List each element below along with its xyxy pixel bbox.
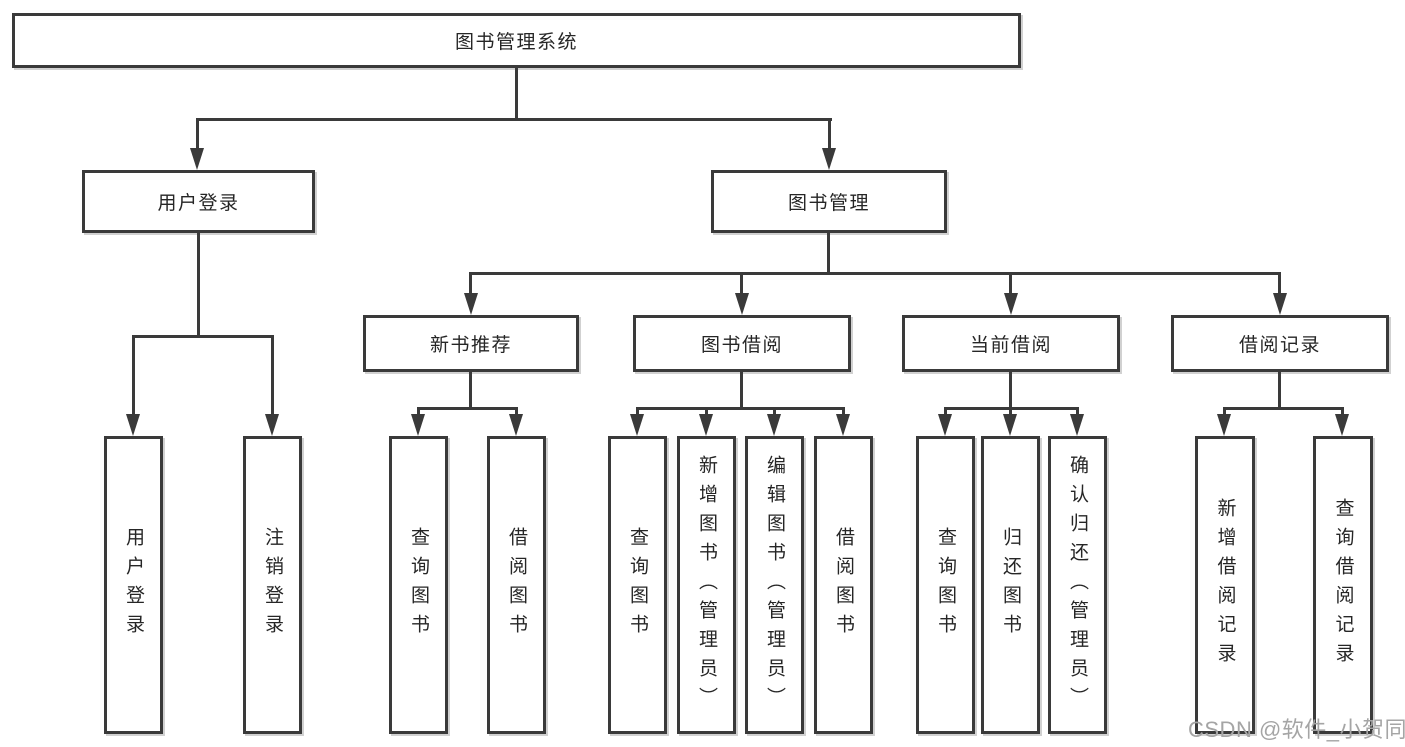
- connector-line: [1009, 372, 1012, 410]
- arrow-down-icon: [1003, 414, 1017, 436]
- leaf-logout-label: 注销登录: [262, 527, 283, 643]
- leaf-borrow-books-recommend-label: 借阅图书: [506, 527, 527, 643]
- connector-line: [271, 335, 274, 416]
- node-user-login: 用户登录: [82, 170, 315, 233]
- node-library-system: 图书管理系统: [12, 13, 1021, 68]
- arrow-down-icon: [411, 414, 425, 436]
- connector-line: [740, 372, 743, 410]
- leaf-query-borrow-record-label: 查询借阅记录: [1332, 498, 1354, 672]
- node-book-management-label: 图书管理: [787, 193, 870, 214]
- leaf-confirm-return-admin-label: 确认归还（管理员）: [1067, 454, 1088, 716]
- connector-line: [1009, 407, 1012, 417]
- connector-line: [1076, 407, 1079, 417]
- arrow-down-icon: [735, 293, 749, 315]
- connector-line: [740, 272, 743, 295]
- connector-line: [471, 272, 1281, 275]
- node-current-borrowing: 当前借阅: [902, 315, 1120, 372]
- connector-line: [827, 233, 830, 272]
- arrow-down-icon: [822, 148, 836, 170]
- leaf-confirm-return-admin: 确认归还（管理员）: [1048, 436, 1107, 734]
- connector-line: [1341, 407, 1344, 417]
- leaf-logout: 注销登录: [243, 436, 302, 734]
- node-current-borrowing-label: 当前借阅: [969, 335, 1052, 356]
- connector-line: [196, 118, 199, 151]
- leaf-return-books-label: 归还图书: [1000, 527, 1021, 643]
- arrow-down-icon: [767, 414, 781, 436]
- node-new-book-recommend-label: 新书推荐: [429, 335, 512, 356]
- leaf-user-login-label: 用户登录: [123, 527, 144, 643]
- arrow-down-icon: [938, 414, 952, 436]
- arrow-down-icon: [630, 414, 644, 436]
- connector-line: [773, 407, 776, 417]
- node-book-management: 图书管理: [711, 170, 947, 233]
- node-library-system-label: 图书管理系统: [454, 32, 578, 53]
- node-book-borrowing: 图书借阅: [633, 315, 851, 372]
- leaf-query-books-borrowing-label: 查询图书: [627, 527, 648, 643]
- arrow-down-icon: [190, 148, 204, 170]
- leaf-user-login: 用户登录: [104, 436, 163, 734]
- leaf-query-books-borrowing: 查询图书: [608, 436, 667, 734]
- connector-line: [705, 407, 708, 417]
- node-borrowing-records: 借阅记录: [1171, 315, 1389, 372]
- connector-line: [828, 118, 831, 151]
- connector-line: [515, 407, 518, 417]
- arrow-down-icon: [699, 414, 713, 436]
- leaf-query-books-recommend-label: 查询图书: [408, 527, 429, 643]
- connector-line: [1223, 407, 1344, 410]
- leaf-borrow-books: 借阅图书: [814, 436, 873, 734]
- leaf-borrow-books-label: 借阅图书: [833, 527, 854, 643]
- arrow-down-icon: [126, 414, 140, 436]
- arrow-down-icon: [1273, 293, 1287, 315]
- leaf-query-books-current: 查询图书: [916, 436, 975, 734]
- connector-line: [636, 407, 845, 410]
- connector-line: [1278, 272, 1281, 295]
- leaf-add-borrow-record: 新增借阅记录: [1195, 436, 1255, 734]
- node-borrowing-records-label: 借阅记录: [1238, 335, 1321, 356]
- leaf-edit-books-admin: 编辑图书（管理员）: [745, 436, 804, 734]
- leaf-borrow-books-recommend: 借阅图书: [487, 436, 546, 734]
- arrow-down-icon: [1335, 414, 1349, 436]
- leaf-query-books-current-label: 查询图书: [935, 527, 956, 643]
- leaf-add-borrow-record-label: 新增借阅记录: [1214, 498, 1236, 672]
- connector-line: [417, 407, 518, 410]
- connector-line: [197, 233, 200, 335]
- node-book-borrowing-label: 图书借阅: [700, 335, 783, 356]
- connector-line: [515, 68, 518, 118]
- arrow-down-icon: [1004, 293, 1018, 315]
- connector-line: [469, 372, 472, 410]
- connector-line: [842, 407, 845, 417]
- leaf-query-books-recommend: 查询图书: [389, 436, 448, 734]
- connector-line: [1009, 272, 1012, 295]
- arrow-down-icon: [836, 414, 850, 436]
- connector-line: [469, 272, 472, 295]
- leaf-add-books-admin: 新增图书（管理员）: [677, 436, 736, 734]
- connector-line: [132, 335, 274, 338]
- csdn-watermark: CSDN @软件_小贺同学: [1188, 717, 1405, 742]
- arrow-down-icon: [1070, 414, 1084, 436]
- connector-line: [417, 407, 420, 417]
- connector-line: [1278, 372, 1281, 410]
- leaf-return-books: 归还图书: [981, 436, 1040, 734]
- arrow-down-icon: [464, 293, 478, 315]
- arrow-down-icon: [1217, 414, 1231, 436]
- arrow-down-icon: [509, 414, 523, 436]
- connector-line: [944, 407, 947, 417]
- node-new-book-recommend: 新书推荐: [363, 315, 579, 372]
- connector-line: [636, 407, 639, 417]
- connector-line: [196, 118, 832, 121]
- connector-line: [1223, 407, 1226, 417]
- node-user-login-label: 用户登录: [157, 193, 240, 214]
- leaf-add-books-admin-label: 新增图书（管理员）: [696, 454, 717, 716]
- leaf-query-borrow-record: 查询借阅记录: [1313, 436, 1373, 734]
- arrow-down-icon: [265, 414, 279, 436]
- leaf-edit-books-admin-label: 编辑图书（管理员）: [764, 454, 785, 716]
- connector-line: [132, 335, 135, 416]
